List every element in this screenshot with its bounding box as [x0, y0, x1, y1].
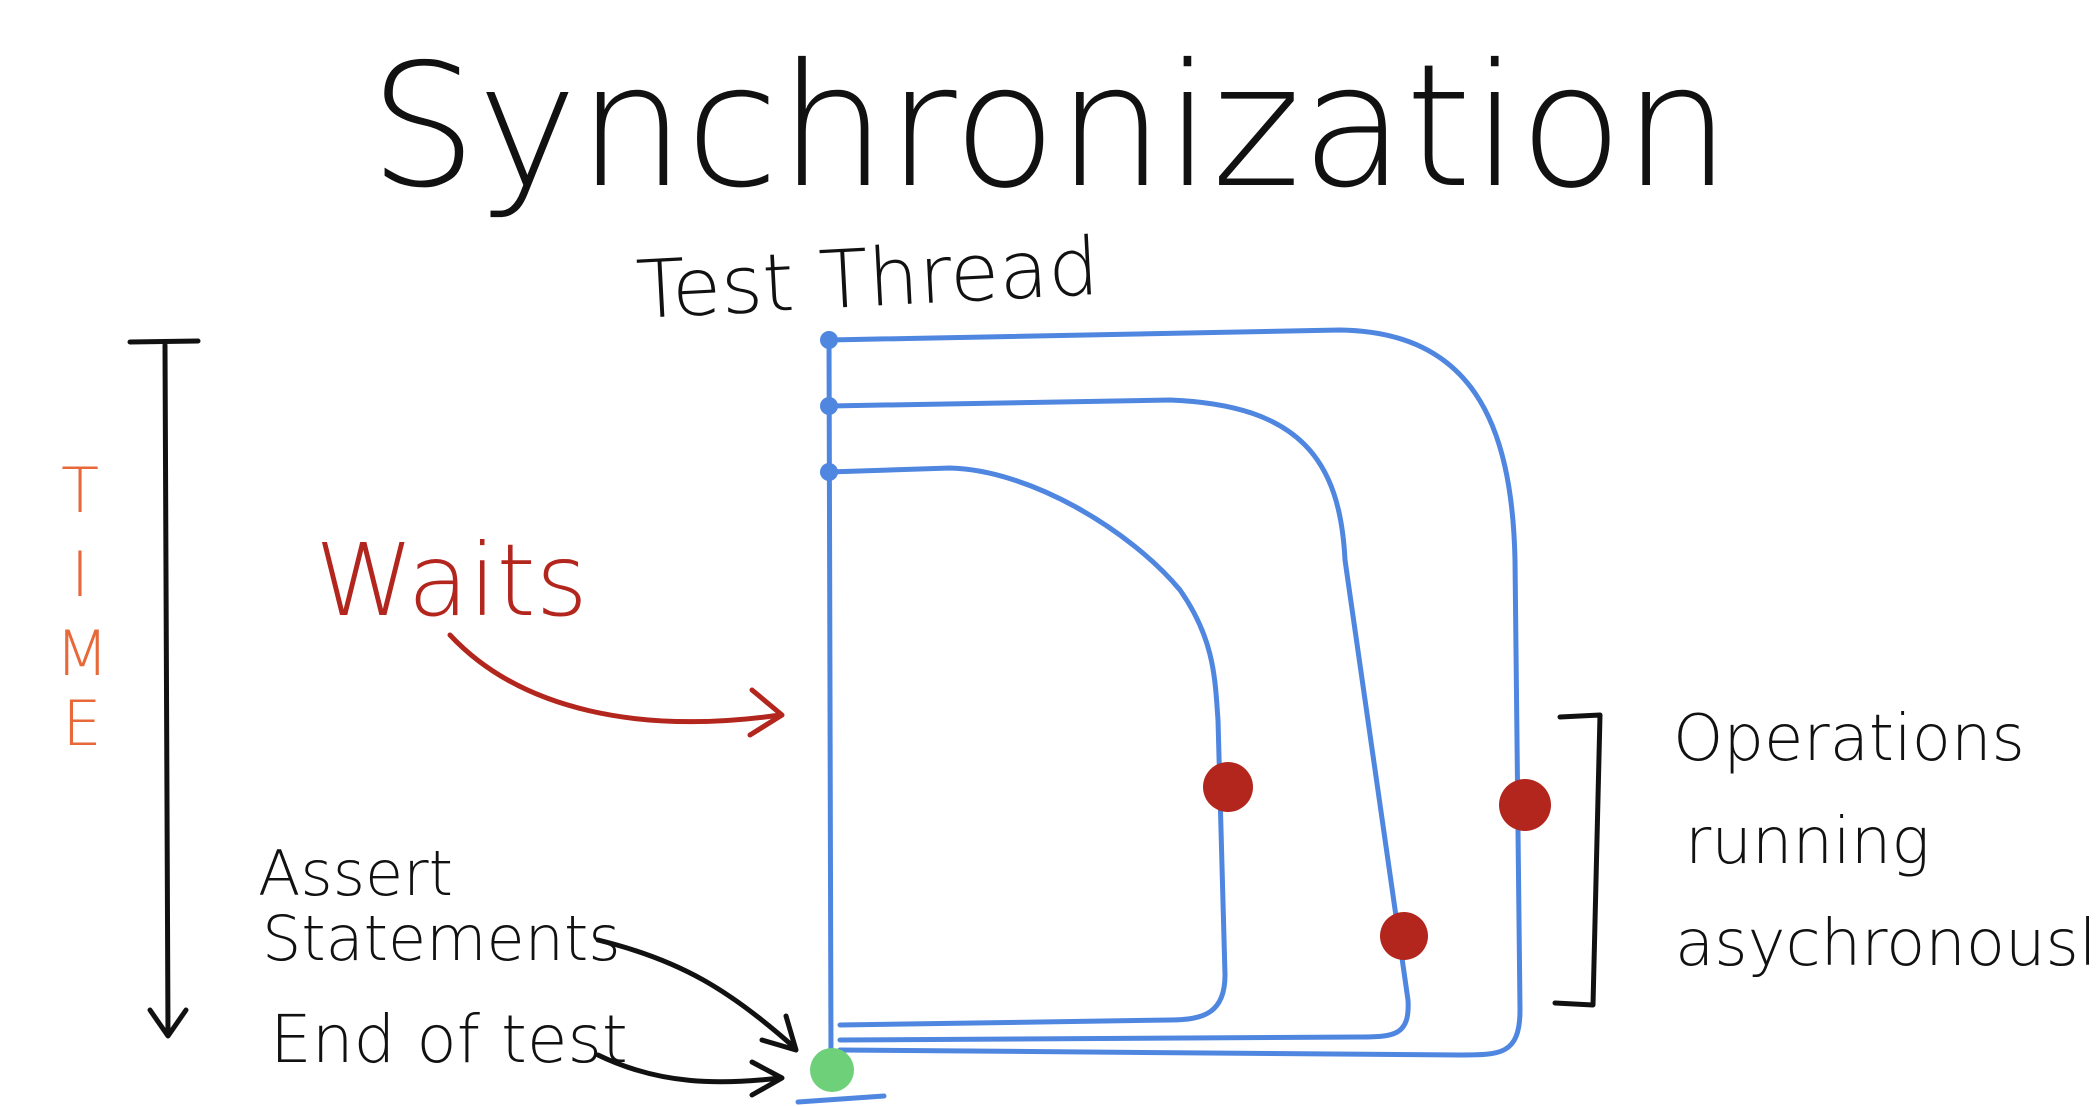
operations-bracket: [1552, 712, 1603, 1008]
end-of-test-label: End of test: [270, 1001, 628, 1078]
waits-arrow: [447, 632, 785, 738]
time-axis-top-cap: [127, 338, 201, 345]
time-letter-m: M: [55, 617, 109, 690]
time-letter-t: T: [61, 454, 99, 527]
end-of-test-arrow: [595, 1052, 785, 1098]
assert-arrowhead: [759, 1013, 799, 1053]
end-of-test-arrowhead: [749, 1059, 785, 1098]
time-letter-i: I: [71, 538, 89, 611]
operation-dot-outer: [1499, 779, 1551, 831]
operations-label: Operations running asychronously: [1673, 702, 2098, 981]
async-operation-middle: [826, 397, 1411, 1043]
waits-arrowhead: [747, 687, 785, 738]
assert-label-line1: Assert: [258, 837, 453, 910]
diagram-title: Synchronization: [369, 28, 1731, 226]
time-axis: [127, 338, 201, 1039]
assert-arrow: [595, 937, 799, 1053]
end-of-test-arrow-curve: [595, 1052, 783, 1085]
assert-arrow-curve: [595, 937, 798, 1051]
time-letter-e: E: [62, 687, 101, 760]
time-axis-arrowhead: [147, 1007, 189, 1039]
end-of-test-baseline: [795, 1093, 887, 1105]
time-axis-line: [162, 342, 171, 1038]
waits-arrow-curve: [447, 632, 783, 725]
assert-label: Assert Statements: [258, 837, 621, 975]
assert-label-line2: Statements: [262, 902, 621, 975]
operations-label-line3: asychronously: [1675, 907, 2098, 981]
test-thread-line: [826, 332, 834, 1063]
operation-dot-middle: [1380, 912, 1428, 960]
async-operation-inner: [826, 465, 1228, 1028]
time-label: T I M E: [55, 454, 109, 760]
operations-label-line2: running: [1685, 805, 1930, 879]
async-operation-outer: [826, 327, 1523, 1058]
test-thread-label: Test Thread: [634, 220, 1101, 337]
operations-label-line1: Operations: [1673, 702, 2025, 776]
end-of-test-dot: [810, 1048, 854, 1092]
waits-label: Waits: [315, 522, 588, 639]
operation-dot-inner: [1203, 762, 1253, 812]
